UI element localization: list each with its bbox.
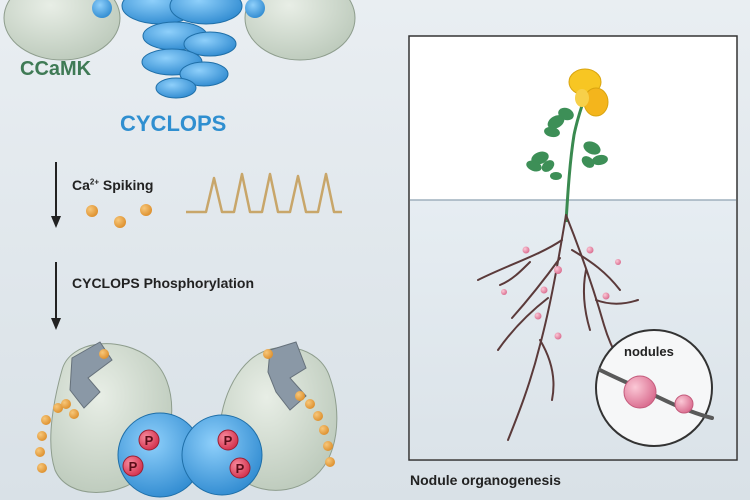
nodules-label: nodules bbox=[624, 344, 674, 359]
phospho-mark-2-label: P bbox=[129, 459, 138, 474]
nodule-zoom-inset bbox=[595, 329, 714, 447]
ccamk-right-lobe bbox=[244, 0, 356, 61]
phospho-mark-1 bbox=[138, 429, 160, 451]
ca-spiking-prefix: Ca bbox=[72, 177, 90, 193]
nodule-large bbox=[623, 375, 657, 409]
ca-spiking-suffix: Spiking bbox=[99, 177, 154, 193]
nodule-organogenesis-label: Nodule organogenesis bbox=[410, 472, 561, 488]
pathway-arrows bbox=[51, 162, 61, 330]
plant-flower bbox=[568, 68, 609, 117]
calcium-spiking-trace bbox=[186, 172, 342, 214]
phospho-mark-3-label: P bbox=[224, 433, 233, 448]
top-protein-complex bbox=[3, 0, 356, 99]
ccamk-label: CCaMK bbox=[20, 58, 92, 80]
phospho-marks: P P P P bbox=[122, 429, 251, 479]
phospho-mark-4 bbox=[229, 457, 251, 479]
phospho-mark-3 bbox=[217, 429, 239, 451]
cyclops-top-coil bbox=[121, 0, 243, 99]
plant-leaves bbox=[526, 107, 608, 180]
bottom-protein-complex bbox=[35, 341, 338, 498]
ccamk-left-lobe bbox=[3, 0, 121, 61]
phospho-mark-4-label: P bbox=[236, 461, 245, 476]
ca-spiking-sup: 2+ bbox=[89, 177, 100, 187]
cyclops-right-sphere bbox=[181, 414, 263, 496]
cyclops-label: CYCLOPS bbox=[120, 111, 227, 136]
calcium-ions bbox=[86, 204, 152, 228]
left-gray-domain bbox=[69, 341, 113, 409]
nodule-small bbox=[674, 394, 694, 414]
phospho-mark-1-label: P bbox=[145, 433, 154, 448]
ca-spiking-label: Ca2+ Spiking bbox=[72, 177, 153, 193]
phospho-mark-2 bbox=[122, 455, 144, 477]
root-nodules bbox=[501, 246, 621, 340]
plant-panel bbox=[408, 35, 738, 461]
phosphorylation-label: CYCLOPS Phosphorylation bbox=[72, 275, 255, 291]
